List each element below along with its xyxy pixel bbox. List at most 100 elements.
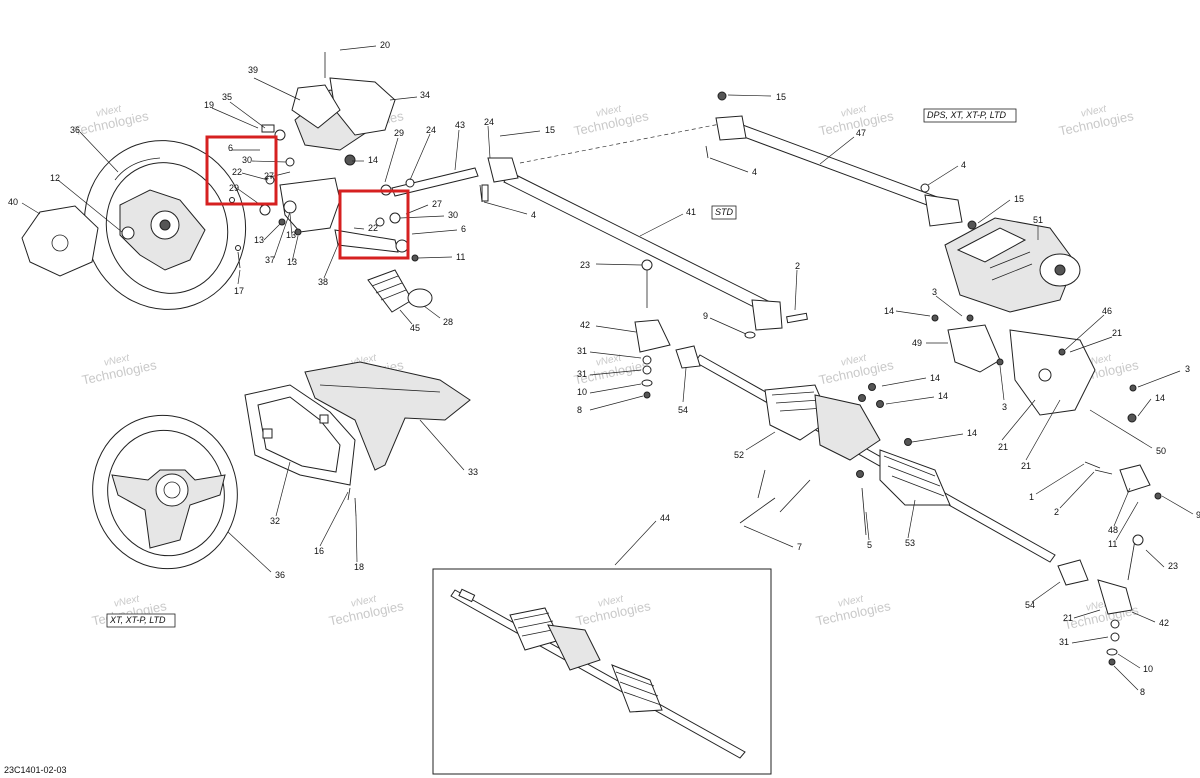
drawing-code: 23C1401-02-03 (4, 765, 67, 775)
callout-number: 13 (254, 235, 264, 245)
callout-number: 21 (1112, 328, 1122, 338)
callout-number: 54 (1025, 600, 1035, 610)
watermark-line1: vNext (595, 103, 623, 119)
tie-rod-end-right (1057, 534, 1144, 666)
callout-number: 53 (905, 538, 915, 548)
callout-number: 28 (443, 317, 453, 327)
highlight-boxes (205, 135, 410, 260)
callout-number: 22 (232, 167, 242, 177)
callout-number: 2 (795, 261, 800, 271)
callout-number: 4 (961, 160, 966, 170)
steering-rack-main (694, 354, 1056, 563)
steering-boot (367, 269, 433, 313)
callout-number: 20 (380, 40, 390, 50)
callout-number: 36 (275, 570, 285, 580)
variant-label: DPS, XT, XT-P, LTD (923, 108, 1017, 123)
intermediate-shaft-dps (705, 91, 977, 230)
callout-number: 16 (314, 546, 324, 556)
intermediate-shaft-std (479, 123, 808, 339)
callout-number: 12 (50, 173, 60, 183)
watermark-line1: vNext (840, 352, 868, 368)
callout-number: 13 (286, 230, 296, 240)
callout-number: 21 (998, 442, 1008, 452)
callout-number: 14 (967, 428, 977, 438)
variant-label: XT, XT-P, LTD (106, 613, 176, 628)
tilt-cylinder (334, 212, 419, 262)
callout-number: 21 (1063, 613, 1073, 623)
callout-number: 38 (318, 277, 328, 287)
watermark-line1: vNext (840, 103, 868, 119)
callout-number: 43 (455, 120, 465, 130)
variant-label-text: XT, XT-P, LTD (109, 615, 166, 625)
callout-number: 8 (1140, 687, 1145, 697)
motor-bracket (931, 314, 1096, 416)
callout-number: 11 (1108, 539, 1117, 549)
callout-number: 31 (1059, 637, 1069, 647)
callout-number: 8 (577, 405, 582, 415)
callout-number: 51 (1033, 215, 1043, 225)
watermark-line1: vNext (95, 103, 123, 119)
callout-number: 33 (468, 467, 478, 477)
callout-number: 40 (8, 197, 18, 207)
watermark-line1: vNext (350, 593, 378, 609)
callout-number: 4 (752, 167, 757, 177)
callout-number: 27 (432, 199, 442, 209)
callout-number: 10 (577, 387, 587, 397)
tie-rod-end-left (634, 259, 701, 399)
callout-number: 45 (410, 323, 420, 333)
callout-number: 29 (229, 183, 239, 193)
callout-number: 7 (797, 542, 802, 552)
callout-number: 22 (368, 223, 378, 233)
callout-number: 3 (1002, 402, 1007, 412)
variant-label-text: STD (715, 207, 734, 217)
callout-number: 19 (204, 100, 214, 110)
column-bracket (259, 52, 396, 236)
callout-number: 3 (932, 287, 937, 297)
callout-number: 36 (70, 125, 80, 135)
callout-number: 11 (456, 252, 465, 262)
callout-number: 34 (420, 90, 430, 100)
callout-number: 32 (270, 516, 280, 526)
callout-number: 39 (248, 65, 258, 75)
variant-label-box (711, 205, 737, 220)
callout-number: 31 (577, 369, 587, 379)
callout-number: 23 (1168, 561, 1178, 571)
rack-inset (432, 568, 772, 775)
callout-number: 17 (234, 286, 244, 296)
callout-number: 49 (912, 338, 922, 348)
variant-label-text: DPS, XT, XT-P, LTD (927, 110, 1007, 120)
callout-number: 2 (1054, 507, 1059, 517)
dps-motor (944, 217, 1081, 313)
callout-number: 9 (703, 311, 708, 321)
variant-label: STD (711, 205, 737, 220)
callout-number: 54 (678, 405, 688, 415)
callout-number: 9 (1196, 510, 1200, 520)
callout-number: 21 (1021, 461, 1031, 471)
callout-number: 37 (265, 255, 275, 265)
variant-label-box (923, 108, 1017, 123)
watermark-line1: vNext (1080, 103, 1108, 119)
callout-number: 15 (545, 125, 555, 135)
callout-number: 47 (856, 128, 866, 138)
callout-number: 41 (686, 207, 696, 217)
callout-number: 46 (1102, 306, 1112, 316)
callout-number: 27 (264, 171, 274, 181)
watermark-line1: vNext (597, 593, 625, 609)
callout-number: 14 (1155, 393, 1165, 403)
steering-wheel-alt (92, 414, 238, 570)
fastener-group-right (1084, 384, 1162, 500)
callout-number: 5 (867, 540, 872, 550)
wheel-shroud (244, 361, 471, 517)
callout-number: 14 (930, 373, 940, 383)
callout-number: 23 (580, 260, 590, 270)
callout-number: 44 (660, 513, 670, 523)
callout-number: 24 (426, 125, 436, 135)
steering-wheel-assembly (83, 140, 247, 310)
callout-number: 52 (734, 450, 744, 460)
